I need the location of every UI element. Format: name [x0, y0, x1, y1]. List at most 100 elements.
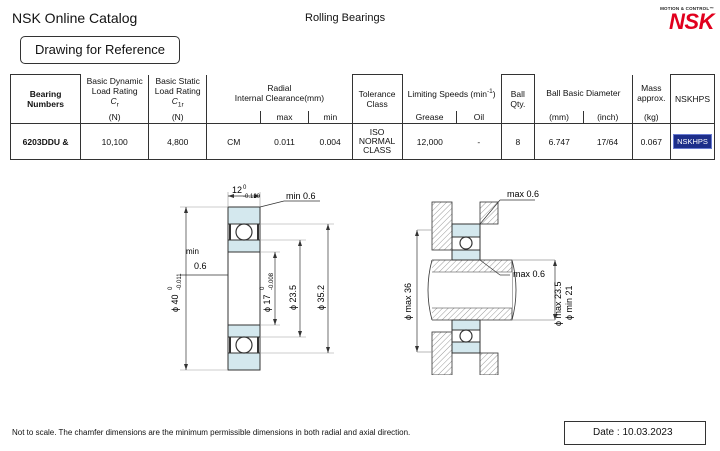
ball-upper	[235, 223, 253, 241]
table-row: 6203DDU & 10,100 4,800 CM 0.011 0.004 IS…	[9, 123, 715, 161]
header-label: Bearing	[29, 89, 62, 100]
header-label: approx.	[637, 92, 666, 103]
shaft-shoulder-min-dim: ϕ min 21	[564, 285, 574, 320]
width-dim: 12	[232, 185, 242, 195]
table-units-row: (N) (N) max min Grease Oil (mm) (inch) (…	[11, 111, 715, 124]
unit-oil: Oil	[456, 111, 502, 124]
header-label: Ball Basic Diameter	[546, 87, 621, 98]
cell-min: 0.004	[308, 123, 353, 161]
col-tolerance-class: Tolerance Class	[351, 73, 403, 125]
upper-ring-section	[227, 206, 261, 253]
outer-ring-lower	[227, 352, 261, 371]
mounted-bearing-lower	[451, 319, 481, 354]
cell-clearance: CM	[206, 123, 261, 161]
cell-max: 0.011	[260, 123, 309, 161]
housing	[431, 201, 499, 375]
unit-min: min	[308, 111, 353, 124]
footer-note: Not to scale. The chamfer dimensions are…	[12, 428, 411, 437]
header-label: Basic Dynamic	[86, 75, 143, 86]
drawing-for-reference-button[interactable]: Drawing for Reference	[20, 36, 180, 64]
header-label: Basic Static	[155, 75, 200, 86]
unit-static: (N)	[148, 111, 208, 124]
col-ball-diameter: Ball Basic Diameter	[534, 74, 633, 112]
col-bearing-numbers: Bearing Numbers	[9, 73, 82, 125]
bore-tol-bottom: -0.008	[269, 272, 275, 290]
col-limiting-speeds: Limiting Speeds (min-1)	[401, 74, 502, 112]
section-title: Rolling Bearings	[305, 12, 386, 24]
chamfer-top-dim: min 0.6	[286, 191, 316, 201]
header-label: Radial	[267, 82, 292, 93]
cell-balls: 8	[500, 123, 536, 161]
cell-grease: 12,000	[401, 123, 457, 161]
cell-mass: 0.067	[631, 123, 672, 161]
col-radial-clearance: Radial Internal Clearance(mm)	[206, 74, 353, 112]
header-label: Numbers	[27, 99, 65, 110]
bore-diameter-dim: ϕ 17	[262, 294, 272, 312]
mounted-bearing-upper	[451, 223, 481, 261]
header-subscript: 1r	[177, 101, 184, 109]
bearing-spec-table: Bearing Numbers Basic Dynamic Load Ratin…	[9, 73, 715, 161]
header-symbol: C	[110, 95, 117, 106]
date-box: Date : 10.03.2023	[564, 421, 706, 445]
bearing-section-drawing: 12 0 -0.120 min 0.6 min 0.6 ϕ 40 0 -0.01…	[168, 185, 334, 371]
col-mass: Mass approx.	[631, 74, 672, 112]
unit-max: max	[259, 111, 310, 124]
header-label: Class	[366, 99, 388, 110]
inner-shoulder-dim: ϕ 23.5	[288, 285, 298, 310]
cell-bearing: 6203DDU &	[9, 123, 82, 161]
inner-ring-upper	[227, 239, 261, 253]
header-label: Tolerance	[358, 89, 396, 100]
mount-chamfer-top-dim: max 0.6	[507, 189, 539, 199]
col-static-load: Basic Static Load Rating C1r	[148, 74, 208, 112]
nskhps-link[interactable]: NSKHPS	[673, 134, 712, 150]
outer-diameter-dim: ϕ 40	[170, 294, 180, 312]
tolerance-line: NORMAL	[358, 136, 396, 147]
chamfer-left-dim-2: 0.6	[194, 261, 207, 271]
header-label: NSKHPS	[675, 94, 710, 105]
logo-tagline: MOTION & CONTROL™	[660, 6, 714, 11]
outer-shoulder-dim: ϕ 35.2	[316, 285, 326, 310]
col-ball-qty: Ball Qty.	[500, 73, 536, 125]
header-label: Ball	[510, 89, 525, 100]
header-label: Internal Clearance(mm)	[234, 92, 325, 103]
unit-inch: (inch)	[582, 111, 633, 124]
chamfer-left-dim-1: min	[186, 247, 199, 256]
unit-kg: (kg)	[631, 111, 672, 124]
mounting-drawing: max 0.6 max 0.6 ϕ max 36 ϕ max 23.5 ϕ mi…	[403, 189, 574, 375]
header-subscript: r	[116, 101, 119, 109]
cell-tolerance: ISO NORMAL CLASS	[351, 123, 403, 161]
unit-dynamic: (N)	[80, 111, 150, 124]
header-label: Qty.	[510, 99, 526, 110]
width-tol-bottom: -0.120	[243, 194, 261, 200]
col-dynamic-load: Basic Dynamic Load Rating Cr	[80, 74, 150, 112]
cell-static: 4,800	[148, 123, 208, 161]
housing-max-dim: ϕ max 36	[403, 283, 413, 320]
shaft-shoulder-max-dim: ϕ max 23.5	[553, 281, 563, 326]
inner-ring-lower	[227, 324, 261, 338]
width-tol-top: 0	[243, 185, 247, 191]
tolerance-line: ISO	[369, 127, 385, 138]
unit-blank	[206, 111, 261, 124]
nsk-logo: MOTION & CONTROL™ NSK	[642, 6, 714, 33]
table-header-row: Bearing Numbers Basic Dynamic Load Ratin…	[9, 73, 715, 125]
header-label: Load Rating	[91, 85, 138, 96]
header-label: )	[492, 88, 496, 99]
cell-dia-mm: 6.747	[534, 123, 584, 161]
tolerance-line: CLASS	[363, 145, 392, 156]
outer-tol-top: 0	[168, 286, 174, 290]
header-superscript: -1	[486, 87, 493, 95]
unit-mm: (mm)	[534, 111, 584, 124]
unit-grease: Grease	[401, 111, 458, 124]
mount-chamfer-mid-dim: max 0.6	[513, 269, 545, 279]
cell-dia-inch: 17/64	[583, 123, 633, 161]
catalog-title: NSK Online Catalog	[12, 10, 138, 26]
logo-mark: NSK	[669, 9, 714, 34]
cell-dynamic: 10,100	[80, 123, 150, 161]
lower-ring-section	[227, 324, 261, 371]
header-symbol: C	[171, 95, 178, 106]
cell-nskhps: NSKHPS	[670, 123, 715, 161]
header-label: Mass	[641, 82, 662, 93]
header-label: Limiting Speeds (min	[407, 88, 487, 99]
ball-lower	[235, 336, 253, 354]
col-nskhps: NSKHPS	[670, 73, 715, 125]
